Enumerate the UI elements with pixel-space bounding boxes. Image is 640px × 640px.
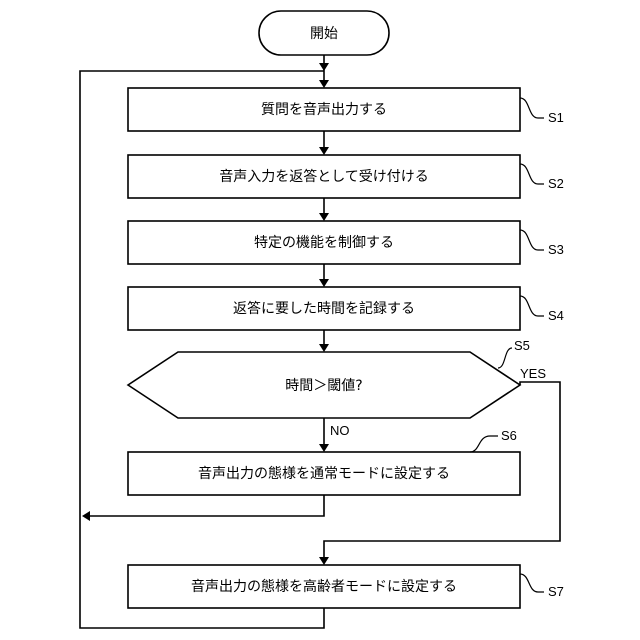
- svg-text:S2: S2: [548, 176, 564, 191]
- yes-label: YES: [520, 366, 546, 381]
- step-s2: 音声入力を返答として受け付ける: [128, 155, 520, 198]
- step-s1-text: 質問を音声出力する: [261, 101, 387, 118]
- start-label: 開始: [310, 26, 338, 42]
- svg-text:S4: S4: [548, 308, 564, 323]
- svg-text:S3: S3: [548, 242, 564, 257]
- step-s4: 返答に要した時間を記録する: [128, 287, 520, 330]
- svg-text:S5: S5: [514, 338, 530, 353]
- ref-s4: S4: [520, 296, 564, 323]
- ref-s6: S6: [470, 428, 517, 452]
- step-s6: 音声出力の態様を通常モードに設定する: [128, 452, 520, 495]
- step-s6-text: 音声出力の態様を通常モードに設定する: [198, 465, 450, 482]
- ref-s3: S3: [520, 230, 564, 257]
- ref-s1: S1: [520, 98, 564, 125]
- step-s3: 特定の機能を制御する: [128, 221, 520, 264]
- svg-text:S7: S7: [548, 584, 564, 599]
- decision-s5-text: 時間＞閾値?: [285, 378, 362, 394]
- start-node: 開始: [259, 11, 389, 55]
- step-s3-text: 特定の機能を制御する: [254, 235, 394, 251]
- ref-s7: S7: [520, 574, 564, 599]
- step-s7: 音声出力の態様を高齢者モードに設定する: [128, 565, 520, 608]
- step-s2-text: 音声入力を返答として受け付ける: [219, 168, 429, 185]
- ref-s5: S5: [498, 338, 530, 368]
- decision-s5: 時間＞閾値?: [128, 352, 520, 418]
- ref-s2: S2: [520, 164, 564, 191]
- step-s1: 質問を音声出力する: [128, 88, 520, 131]
- step-s7-text: 音声出力の態様を高齢者モードに設定する: [191, 578, 457, 595]
- svg-text:S6: S6: [501, 428, 517, 443]
- svg-text:S1: S1: [548, 110, 564, 125]
- step-s4-text: 返答に要した時間を記録する: [233, 300, 415, 317]
- no-label: NO: [330, 423, 350, 438]
